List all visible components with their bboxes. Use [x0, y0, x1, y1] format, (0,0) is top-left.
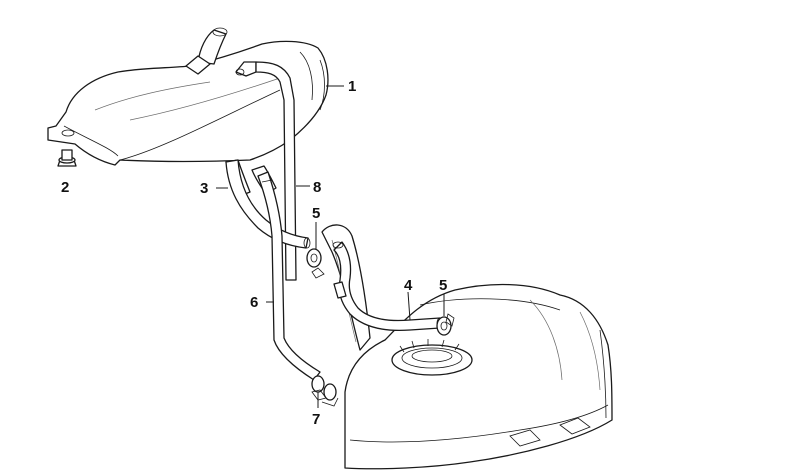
hose-clamp-5-upper: [306, 248, 325, 279]
hose-6: [257, 171, 321, 381]
callout-3: 3: [200, 180, 208, 197]
leader-lines: [216, 85, 445, 408]
hose-8: [255, 61, 297, 281]
callout-5a: 5: [312, 205, 320, 222]
hose-clamp-7: [311, 375, 339, 407]
callout-2: 2: [61, 179, 69, 196]
callout-5b: 5: [439, 277, 447, 294]
hose-3: [225, 159, 311, 249]
callout-7: 7: [312, 411, 320, 428]
callout-6: 6: [250, 294, 258, 311]
callout-4: 4: [404, 277, 413, 294]
hose-clamp-5-lower: [436, 313, 455, 336]
callout-labels: 1 2 3 4 5 5 6 7 8: [61, 78, 447, 428]
nut-2: [57, 149, 77, 167]
fuel-tank: [321, 224, 613, 470]
callout-8: 8: [313, 179, 321, 196]
callout-1: 1: [348, 78, 356, 95]
